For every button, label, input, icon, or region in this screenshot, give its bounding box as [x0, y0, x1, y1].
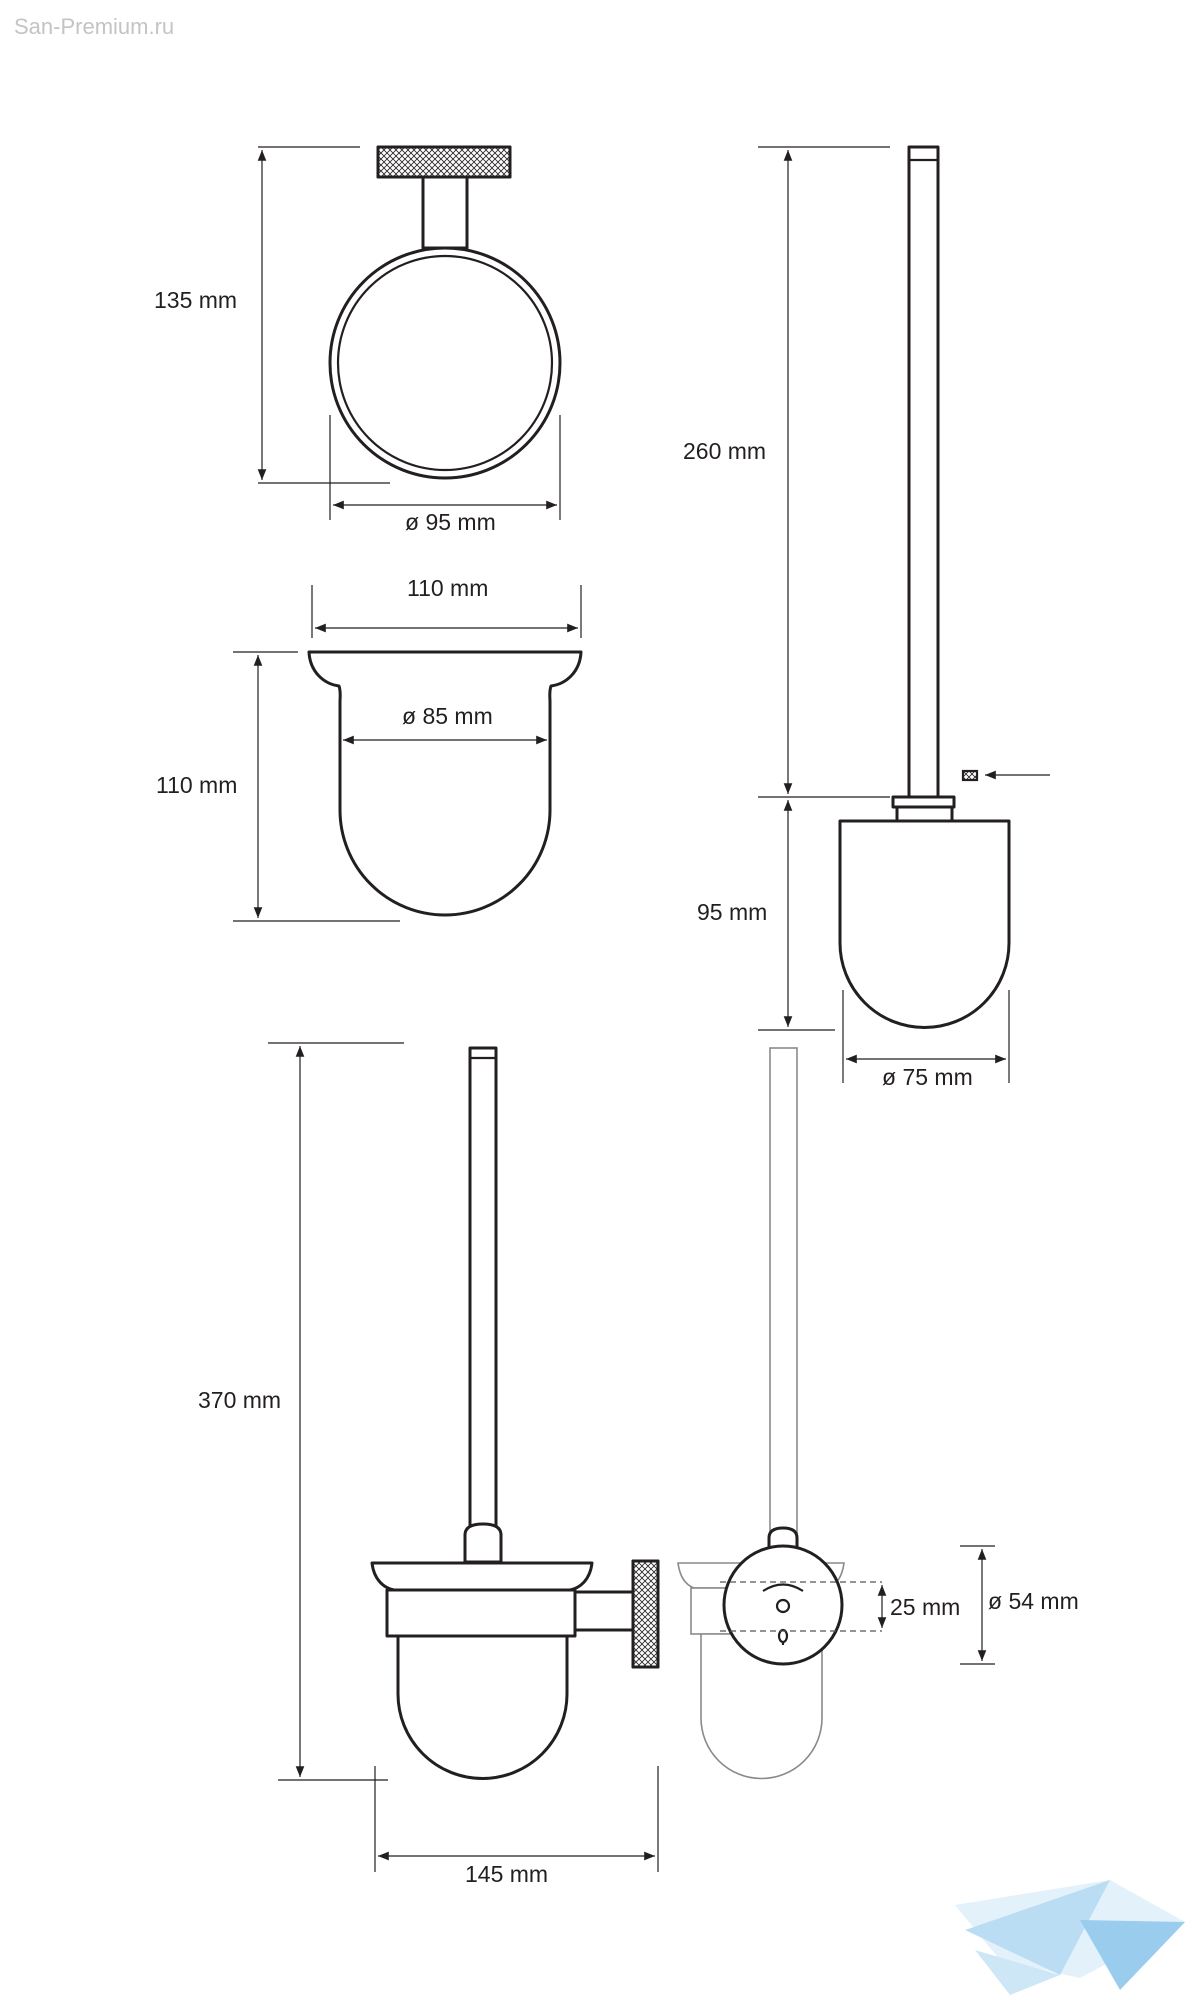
assembly-front-view [677, 1047, 995, 1780]
logo-mark [955, 1880, 1185, 1995]
holder-height-label: 135 mm [154, 287, 237, 313]
watermark-text: San-Premium.ru [14, 14, 174, 39]
cup-view [233, 585, 583, 922]
holder-view [257, 145, 562, 520]
cup-inner-diameter-label: ø 85 mm [402, 703, 493, 729]
brush-view [758, 145, 1050, 1083]
holder-diameter-label: ø 95 mm [405, 509, 496, 535]
cup-width-label: 110 mm [407, 575, 488, 601]
total-depth-label: 145 mm [465, 1861, 548, 1887]
brush-head-diameter-label: ø 75 mm [882, 1064, 973, 1090]
mount-height-label: 25 mm [890, 1594, 960, 1620]
total-height-label: 370 mm [198, 1387, 281, 1413]
brush-height-label: 260 mm [683, 438, 766, 464]
mount-diameter-label: ø 54 mm [988, 1588, 1079, 1614]
brush-head-height-label: 95 mm [697, 899, 767, 925]
assembly-side-view [268, 1042, 660, 1872]
cup-height-label: 110 mm [156, 772, 237, 798]
